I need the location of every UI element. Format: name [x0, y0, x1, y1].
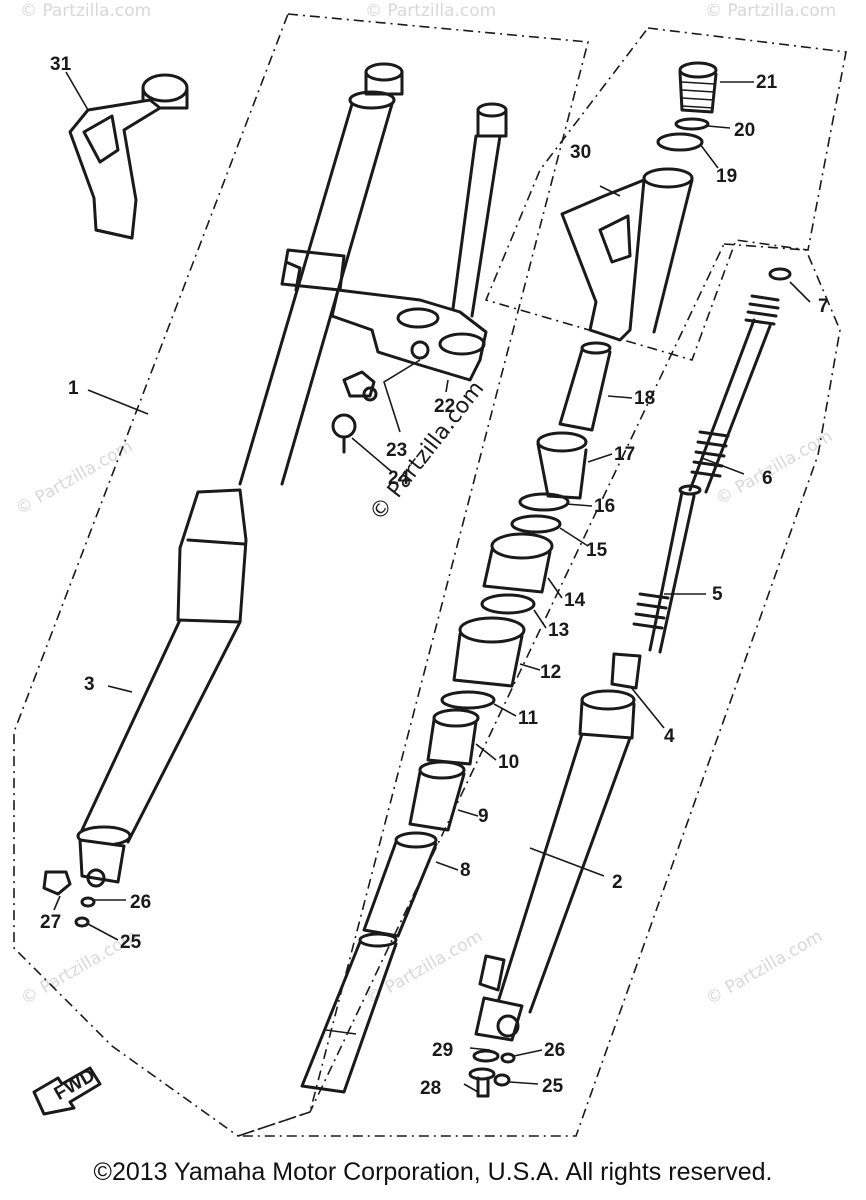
callout-26-left: 26 — [130, 892, 151, 913]
part-22-clamp — [330, 102, 508, 382]
part-4-piston — [610, 652, 642, 690]
callout-29: 29 — [432, 1040, 453, 1061]
part-26-washer-right — [500, 1052, 516, 1064]
part-16-ring — [518, 492, 570, 512]
callout-14: 14 — [564, 590, 586, 611]
callout-10: 10 — [498, 752, 519, 773]
part-17-bushing — [536, 431, 588, 500]
callout-28: 28 — [420, 1078, 441, 1099]
part-7-seal — [768, 267, 792, 281]
watermark-faint: © Partzilla.com — [713, 426, 837, 509]
watermark-faint: © Partzilla.com — [703, 926, 827, 1009]
part-30-bracket — [560, 167, 694, 342]
part-25-washer-left — [74, 916, 90, 928]
callout-24: 24 — [388, 468, 410, 489]
part-5-damper-rod — [632, 484, 702, 654]
callout-1: 1 — [68, 378, 79, 399]
callout-18: 18 — [634, 388, 655, 409]
part-18-tube — [558, 341, 612, 432]
callout-13: 13 — [548, 620, 569, 641]
part-2-slider — [474, 689, 636, 1042]
part-14-bushing — [482, 532, 554, 594]
watermark-faint: © Partzilla.com — [20, 1, 151, 21]
part-27-bolt — [42, 870, 72, 896]
fwd-arrow-icon: FWD — [32, 1065, 102, 1116]
part-12-bushing — [452, 616, 526, 688]
callout-19: 19 — [716, 166, 737, 187]
callout-30: 30 — [570, 142, 591, 163]
callout-25-left: 25 — [120, 932, 142, 953]
callout-3: 3 — [84, 674, 95, 695]
callout-5: 5 — [712, 584, 723, 605]
callout-15: 15 — [586, 540, 608, 561]
part-15-ring — [510, 514, 562, 534]
callout-6: 6 — [762, 468, 773, 489]
part-13-ring — [480, 593, 536, 615]
part-11-clip — [440, 690, 496, 710]
watermark-faint: © Partzilla.com — [705, 1, 836, 21]
leader-lines — [53, 71, 811, 1093]
callout-20: 20 — [734, 120, 755, 141]
callout-8: 8 — [460, 860, 471, 881]
callouts: 1 2 3 4 5 6 7 8 9 10 11 12 13 14 15 16 1… — [40, 54, 829, 1099]
inner-tube-bottom — [300, 932, 398, 1094]
group-outline-main — [13, 13, 590, 1137]
callout-16: 16 — [594, 496, 615, 517]
watermark-faint: © Partzilla.com — [363, 926, 487, 1009]
callout-22: 22 — [434, 396, 455, 417]
part-10-bushing — [426, 708, 480, 766]
part-25-washer-right — [493, 1073, 511, 1087]
callout-23: 23 — [386, 440, 407, 461]
watermark-center: © Partzilla.com — [365, 377, 489, 526]
part-31-bracket — [68, 73, 189, 240]
part-21-cap-bolt — [678, 61, 718, 114]
callout-9: 9 — [478, 806, 489, 827]
part-29-washer — [472, 1049, 500, 1063]
faint-watermarks: © Partzilla.com © Partzilla.com © Partzi… — [13, 1, 837, 1009]
part-28-bolt — [468, 1067, 496, 1098]
part-26-washer-left — [80, 896, 96, 908]
callout-25-right: 25 — [542, 1076, 564, 1097]
part-20-ring — [674, 117, 710, 131]
part-9-bushing — [408, 760, 466, 832]
callout-2: 2 — [612, 872, 623, 893]
group-outline-cap — [484, 27, 847, 361]
callout-31: 31 — [50, 54, 72, 75]
callout-21: 21 — [756, 72, 778, 93]
callout-26-right: 26 — [544, 1040, 565, 1061]
callout-17: 17 — [614, 444, 635, 465]
part-1-3-fork-tube — [76, 62, 404, 888]
callout-27: 27 — [40, 912, 61, 933]
watermark-faint: © Partzilla.com — [13, 436, 137, 519]
callout-4: 4 — [664, 726, 675, 747]
callout-12: 12 — [540, 662, 561, 683]
part-19-washer — [656, 132, 704, 152]
part-24-bolt — [331, 413, 357, 454]
copyright-footer: ©2013 Yamaha Motor Corporation, U.S.A. A… — [93, 1158, 773, 1186]
callout-7: 7 — [818, 296, 829, 317]
group-outline-right — [237, 243, 841, 1137]
callout-11: 11 — [518, 708, 539, 729]
part-23-bolt — [342, 370, 378, 402]
watermark-faint: © Partzilla.com — [365, 1, 496, 21]
part-8-tube — [362, 831, 438, 938]
